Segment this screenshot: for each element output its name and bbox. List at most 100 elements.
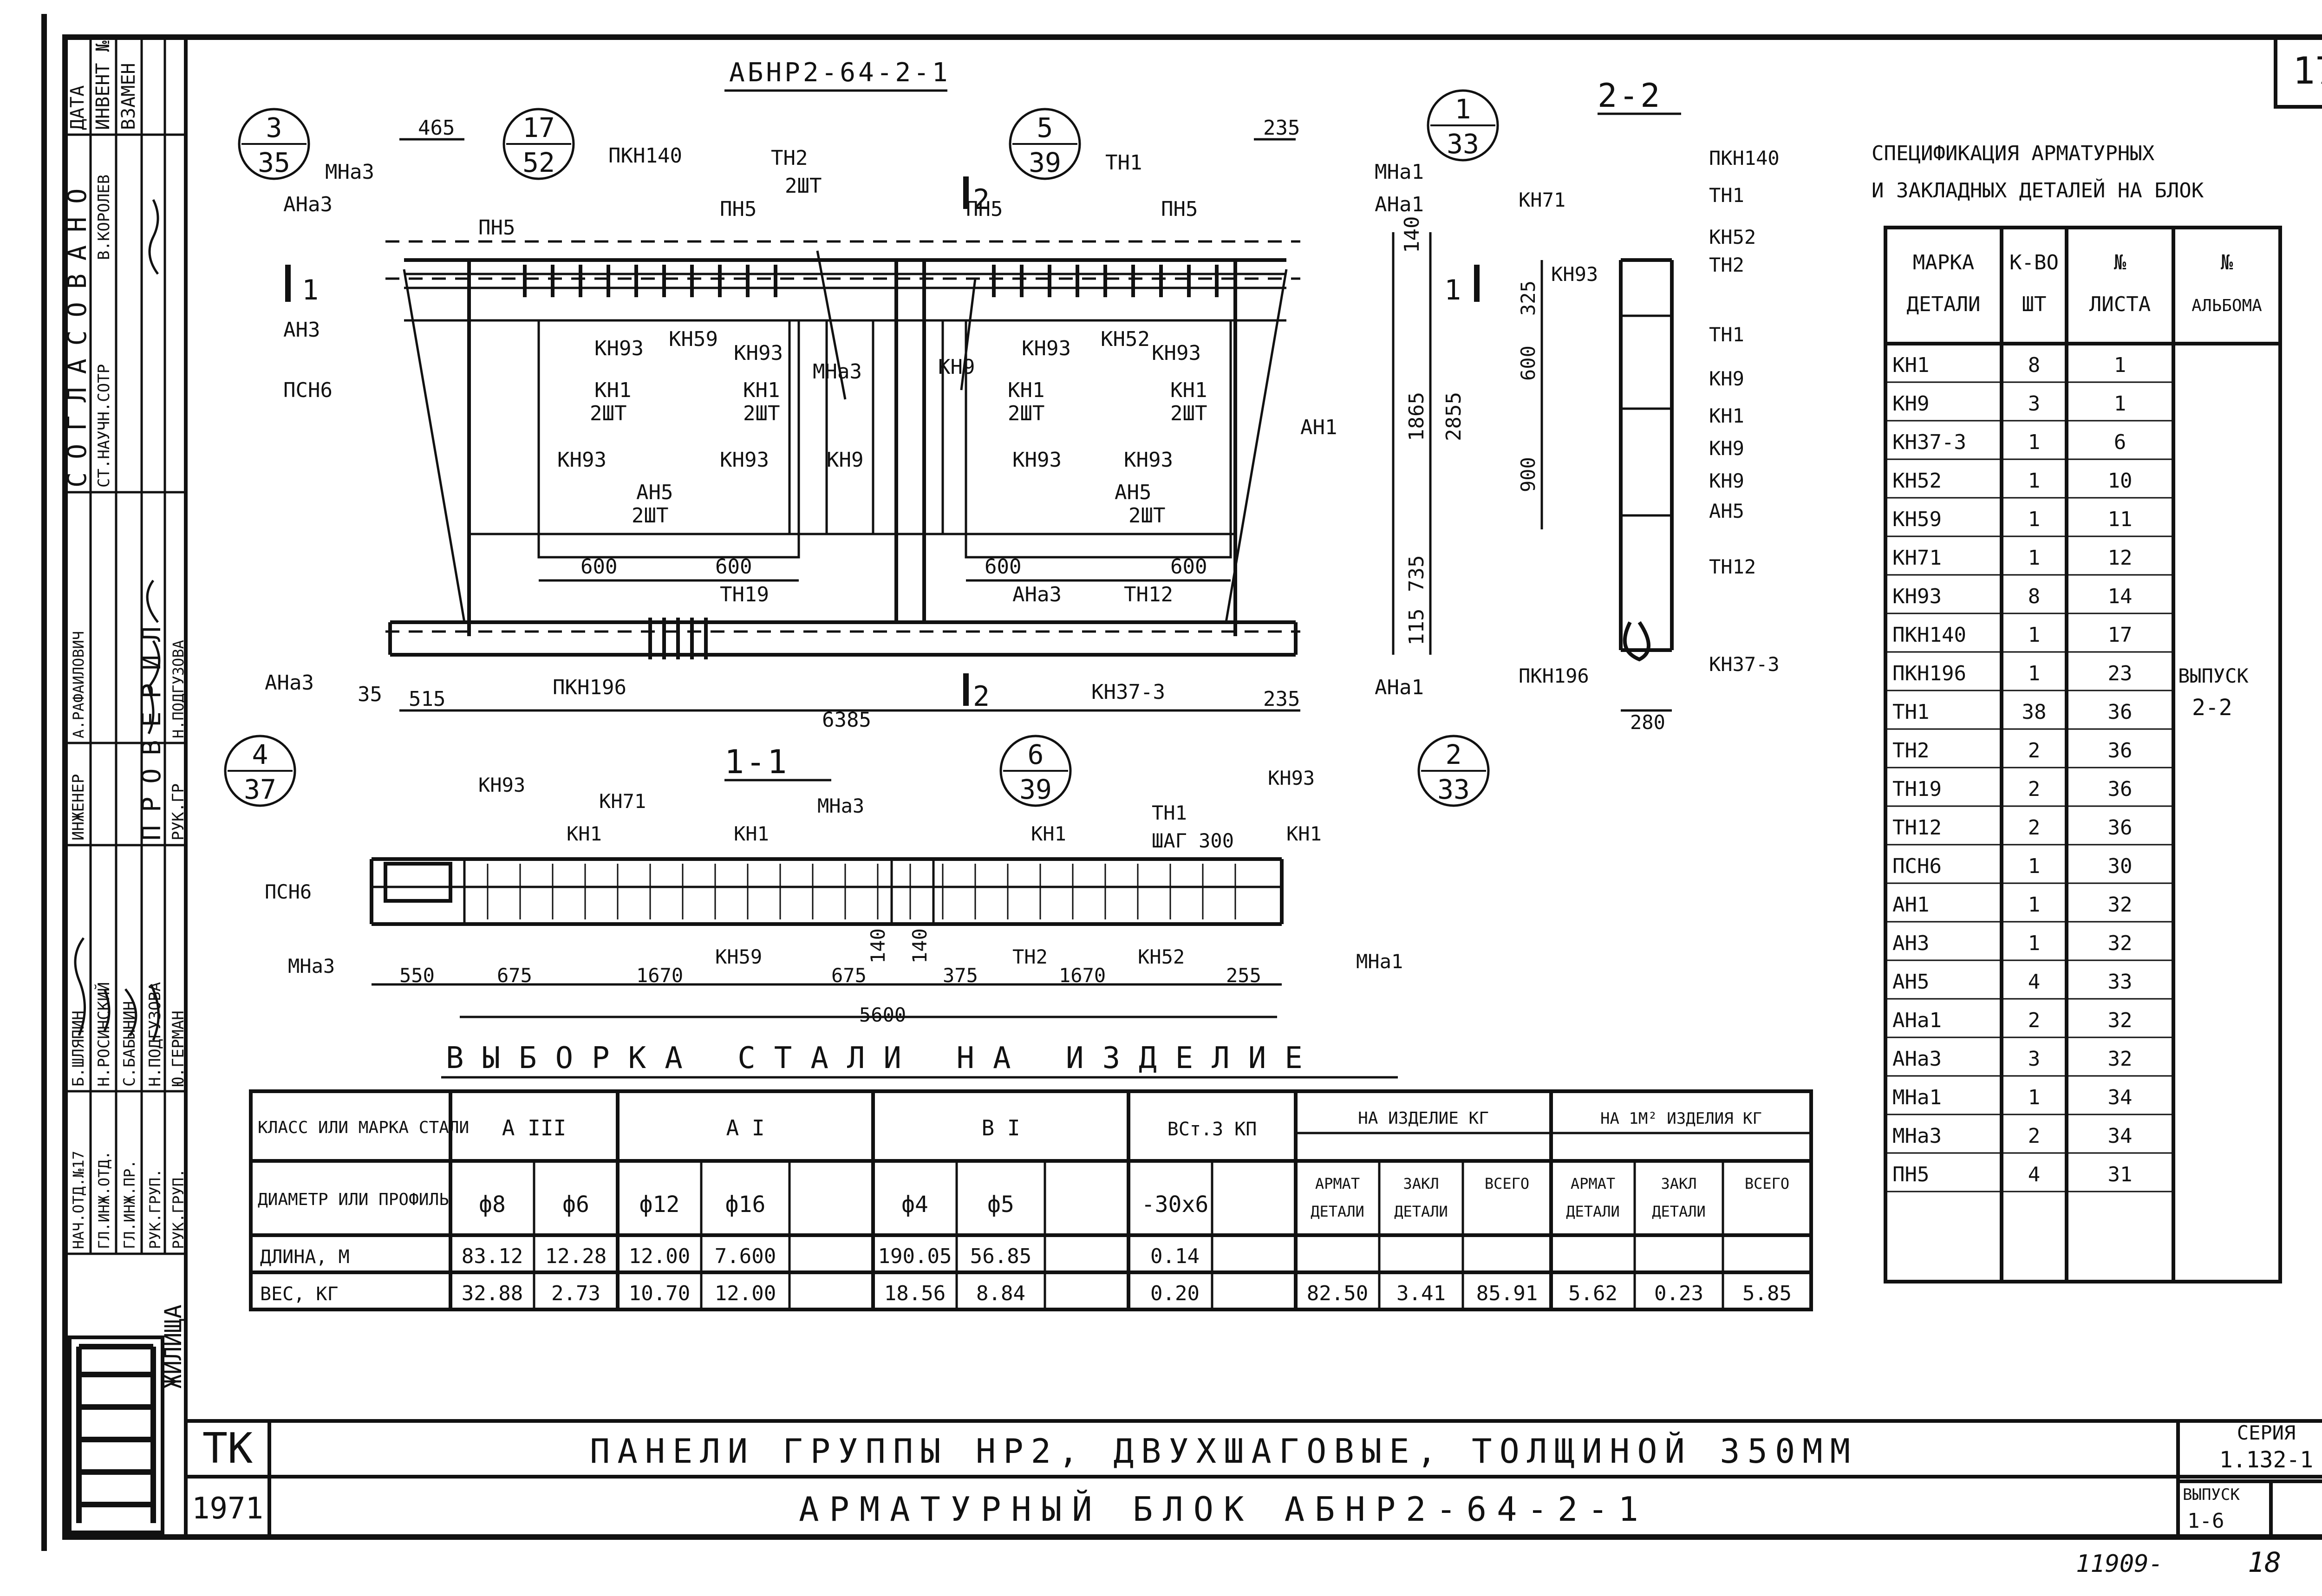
section-1-1-label: ШАГ 300 — [1152, 829, 1234, 852]
spec-cell: 33 — [2108, 970, 2133, 994]
spec-cell: 32 — [2108, 1009, 2133, 1032]
elevation-label: МНа3 — [813, 360, 862, 384]
spec-header: АЛЬБОМА — [2192, 296, 2262, 315]
spec-cell: АН5 — [1892, 970, 1929, 994]
section-1-1-label: КН1 — [1031, 822, 1066, 845]
sidebar-person: Н.ПОДГУЗОВА — [170, 640, 187, 738]
spec-cell: 2 — [2028, 1124, 2041, 1148]
steel-cell: 32.88 — [462, 1282, 523, 1305]
steel-cell: 83.12 — [462, 1244, 523, 1268]
steel-subheader: ДЕТАЛИ — [1311, 1203, 1364, 1220]
elevation-label: КН1 — [743, 378, 780, 402]
spec-cell: 1 — [2028, 1086, 2041, 1109]
spec-cell: 17 — [2108, 623, 2133, 647]
steel-subheader: ДЕТАЛИ — [1394, 1203, 1448, 1220]
elevation-label: ПН5 — [966, 197, 1003, 221]
title-block: ТК 1971 ПАНЕЛИ ГРУППЫ НР2, ДВУХШАГОВЫЕ, … — [186, 1419, 2322, 1579]
section-2-2-dim: 900 — [1517, 457, 1539, 492]
stamp-title: АРМАТУРНЫЙ БЛОК АБНР2-64-2-1 — [799, 1490, 1649, 1529]
steel-class: В I — [981, 1115, 1020, 1140]
spec-title: И ЗАКЛАДНЫХ ДЕТАЛЕЙ НА БЛОК — [1872, 178, 2204, 202]
elevation-label: АНа3 — [265, 671, 314, 695]
steel-cell: 10.70 — [629, 1282, 690, 1305]
spec-cell: 2 — [2028, 739, 2041, 762]
spec-header: № — [2114, 251, 2126, 274]
elevation-label: АНа1 — [1375, 193, 1424, 216]
section-1-1-label: КН1 — [567, 822, 602, 845]
elevation-label: 2ШТ — [1128, 504, 1165, 528]
elevation-label: КН93 — [1022, 337, 1071, 360]
spec-cell: 36 — [2108, 816, 2133, 840]
stamp-issue: 1-6 — [2187, 1509, 2224, 1533]
section-1-1-dim: 550 — [399, 964, 435, 987]
spec-cell: ТН19 — [1892, 777, 1942, 801]
elevation-label: КН9 — [827, 448, 863, 472]
steel-diameter: ф16 — [725, 1192, 766, 1218]
spec-cell: 36 — [2108, 739, 2133, 762]
elevation-dim: 465 — [418, 116, 455, 140]
section-1-1-label: МНа3 — [817, 795, 864, 817]
section-1-1-label: МНа3 — [288, 955, 335, 977]
spec-cell: 2 — [2028, 1009, 2041, 1032]
steel-row-label: ВЕС, КГ — [260, 1283, 339, 1305]
elevation-label: КН1 — [1170, 378, 1207, 402]
spec-cell: 4 — [2028, 970, 2041, 994]
section-1-1-dim: 675 — [831, 964, 867, 987]
spec-cell: 34 — [2108, 1124, 2133, 1148]
sheet-frame: 17 — [41, 14, 2322, 1551]
sidebar-invent: ИНВЕНТ № — [92, 40, 114, 130]
elevation-dim: 235 — [1263, 687, 1300, 711]
stamp-org: ТК — [202, 1424, 253, 1473]
elevation-view: АБНР2-64-2-1 — [224, 58, 1499, 807]
steel-table: ВЫБОРКА СТАЛИ НА ИЗДЕЛИЕ — [249, 1041, 1813, 1311]
spec-cell: АНа3 — [1892, 1047, 1942, 1071]
elevation-label: ТН19 — [720, 583, 769, 606]
elevation-label: 2ШТ — [743, 402, 780, 425]
elevation-label: КН1 — [594, 378, 631, 402]
sidebar-role: НАЧ.ОТД.№17 — [70, 1151, 87, 1249]
approval-sidebar: ДАТА ИНВЕНТ № ВЗАМЕН СОГЛАСОВАНО ПРОВЕРИ… — [62, 37, 188, 1537]
elevation-label: КН37-3 — [1091, 680, 1165, 704]
steel-cell: 8.84 — [976, 1282, 1025, 1305]
elevation-label: ТН2 — [771, 146, 808, 170]
elevation-label: КН93 — [1124, 448, 1173, 472]
sidebar-date: ДАТА — [67, 85, 88, 130]
section-1-1-dim: 1670 — [636, 964, 683, 987]
spec-cell: АН1 — [1892, 893, 1929, 917]
spec-cell: ПКН196 — [1892, 662, 1966, 685]
spec-header: ШТ — [2022, 293, 2047, 316]
elevation-dim: 600 — [985, 555, 1021, 579]
elevation-label: ПКН140 — [608, 144, 682, 168]
sheet-number: 17 — [2293, 49, 2322, 92]
sidebar-person: СТ.НАУЧН.СОТР — [95, 364, 113, 488]
spec-cell: 8 — [2028, 585, 2041, 608]
section-1-1-label: КН59 — [715, 945, 762, 968]
spec-cell: КН59 — [1892, 508, 1942, 531]
spec-cell: 1 — [2028, 508, 2041, 531]
spec-cell: ТН1 — [1892, 700, 1929, 724]
elevation-label: КН93 — [594, 337, 644, 360]
elevation-dim: 35 — [358, 683, 382, 706]
elevation-label: КН9 — [938, 355, 975, 379]
sidebar-agreed: СОГЛАСОВАНО — [62, 176, 92, 488]
section-1-1-label: КН93 — [478, 774, 525, 796]
section-1-1-dim: 140 — [867, 928, 889, 964]
elevation-label: МНа1 — [1375, 160, 1424, 184]
spec-cell: 3 — [2028, 1047, 2041, 1071]
elevation-label: ТН1 — [1105, 151, 1142, 175]
callout-circle: 233 — [1417, 735, 1490, 807]
steel-subheader: ВСЕГО — [1745, 1175, 1789, 1192]
spec-cell: МНа1 — [1892, 1086, 1942, 1109]
section-2-2-label: КН9 — [1709, 437, 1744, 460]
callout-top: 6 — [1028, 739, 1044, 770]
steel-cell: 0.20 — [1150, 1282, 1200, 1305]
elevation-label: 2ШТ — [1008, 402, 1044, 425]
callout-top: 3 — [266, 112, 282, 143]
section-title-2-2: 2-2 — [1598, 77, 1662, 115]
